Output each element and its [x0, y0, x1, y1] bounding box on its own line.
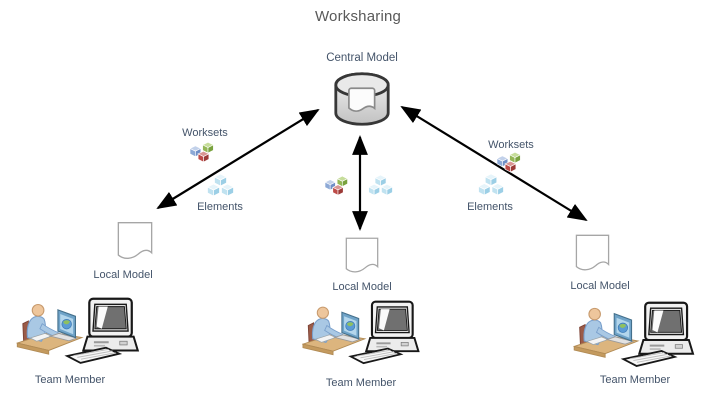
local-model-icon-center [345, 237, 379, 276]
elements-icon-right [478, 174, 505, 197]
elements-icon-left [207, 174, 235, 198]
local-model-label-right: Local Model [570, 280, 630, 292]
elements-icon-center [368, 175, 394, 197]
elements-label-left: Elements [197, 201, 243, 213]
local-model-label-center: Local Model [332, 281, 392, 293]
local-model-icon-left [117, 221, 153, 263]
worksets-label-right: Worksets [488, 139, 534, 151]
central-model-icon [332, 70, 392, 128]
team-member-label-center: Team Member [325, 377, 397, 389]
worksets-icon-center [325, 176, 351, 197]
worksets-label-left: Worksets [182, 127, 228, 139]
sync-arrow-left [156, 108, 320, 210]
team-member-label-right: Team Member [599, 374, 671, 386]
local-model-label-left: Local Model [93, 269, 153, 281]
team-member-label-left: Team Member [34, 374, 106, 386]
team-member-icon-center [302, 299, 426, 368]
central-model-label: Central Model [326, 52, 398, 64]
diagram-title: Worksharing [314, 8, 402, 25]
team-member-icon-left [16, 296, 146, 368]
worksets-icon-right [497, 151, 524, 175]
team-member-icon-right [573, 300, 701, 371]
elements-label-right: Elements [467, 201, 513, 213]
worksets-icon-left [190, 141, 217, 165]
local-model-icon-right [575, 234, 610, 274]
